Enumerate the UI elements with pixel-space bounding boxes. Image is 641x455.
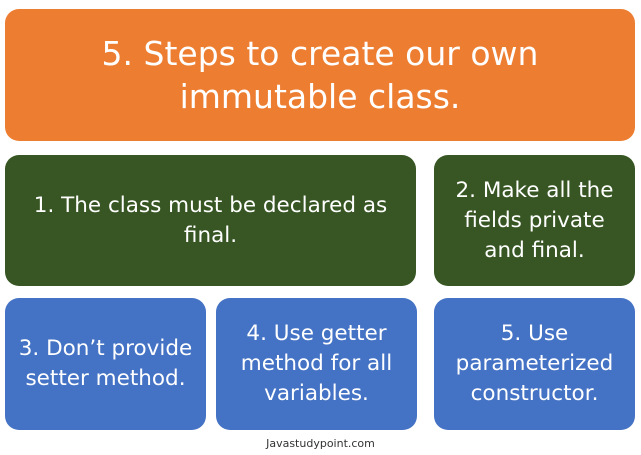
step-2-text: 2. Make all the fields private and final… xyxy=(455,177,614,263)
step-box-4: 4. Use getter method for all variables. xyxy=(216,298,417,430)
step-3-text: 3. Don’t provide setter method. xyxy=(18,336,193,391)
title-box: 5. Steps to create our own immutable cla… xyxy=(5,9,635,141)
footer-credit: Javastudypoint.com xyxy=(266,437,375,450)
step-5-text: 5. Use parameterized constructor. xyxy=(455,321,614,406)
step-4-text: 4. Use getter method for all variables. xyxy=(240,321,393,406)
step-1-text: 1. The class must be declared as final. xyxy=(33,192,388,248)
step-box-3: 3. Don’t provide setter method. xyxy=(5,298,206,430)
diagram-title: 5. Steps to create our own immutable cla… xyxy=(101,34,539,116)
step-box-1: 1. The class must be declared as final. xyxy=(5,155,416,286)
step-box-5: 5. Use parameterized constructor. xyxy=(434,298,635,430)
step-box-2: 2. Make all the fields private and final… xyxy=(434,155,635,286)
